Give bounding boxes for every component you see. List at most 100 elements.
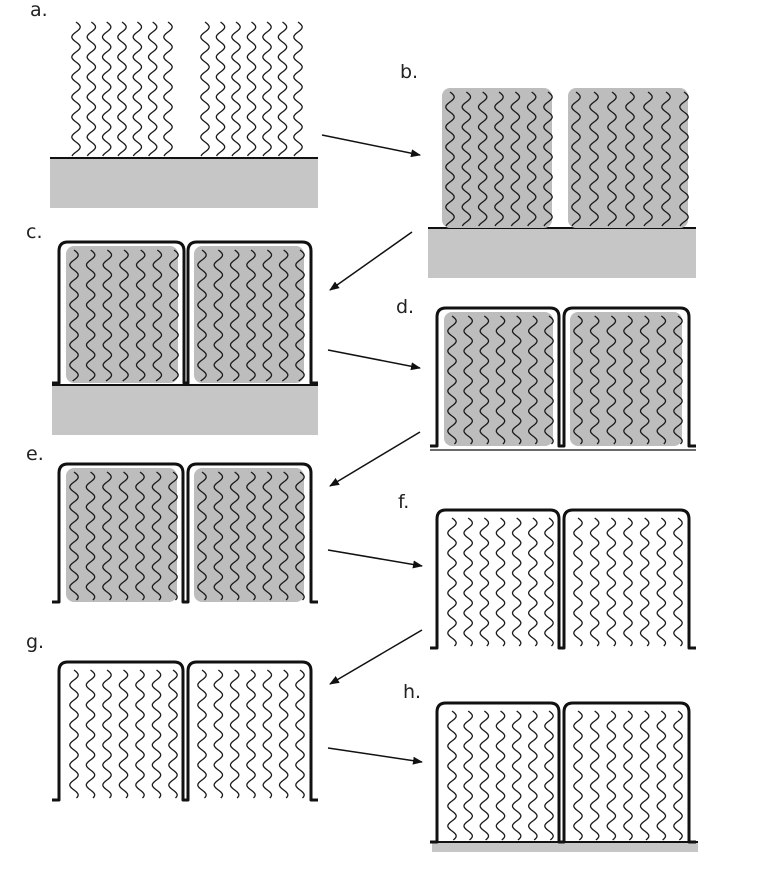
panel-g (52, 660, 318, 802)
infill-block-1 (444, 312, 553, 446)
panel-a (50, 21, 318, 208)
nanowire (463, 710, 474, 841)
nanowire (463, 315, 474, 445)
nanowire (543, 91, 553, 227)
nanowire (447, 710, 457, 841)
nanowire (639, 710, 650, 841)
nanowire (623, 315, 633, 445)
nanowire (527, 517, 538, 647)
nanowire (511, 315, 522, 445)
panel-h (430, 701, 698, 852)
nanowire (656, 315, 667, 445)
nanowire (197, 249, 207, 382)
nanowire (168, 471, 178, 601)
nanowire (197, 669, 207, 799)
arrow-a-to-b (321, 134, 421, 158)
nanowire (246, 249, 256, 382)
nanowire (656, 517, 667, 647)
infill-block-2 (194, 246, 304, 383)
nanowire (213, 249, 224, 382)
nanowire (544, 517, 554, 647)
nanowire (85, 249, 96, 382)
nanowire (623, 710, 633, 841)
panel-label-c: c. (26, 221, 43, 243)
nanowire (495, 517, 506, 647)
nanowire (135, 669, 145, 799)
nanowire (463, 517, 474, 647)
arrow-d-to-e (329, 431, 421, 487)
nanowire (661, 91, 671, 227)
nanowire (278, 249, 289, 382)
nanowire (215, 21, 226, 157)
panel-label-e: e. (26, 443, 44, 465)
nanowire (295, 249, 305, 382)
nanowire (510, 91, 521, 227)
nanowire (623, 517, 633, 647)
panel-label-a: a. (30, 0, 48, 21)
nanowire (494, 91, 504, 227)
conformal-shell (430, 508, 696, 650)
nanowire (571, 91, 581, 227)
nanowire (86, 21, 97, 157)
nanowire (625, 91, 635, 227)
substrate (52, 385, 318, 435)
nanowire (606, 315, 617, 445)
panel-e (52, 462, 318, 604)
nanowire (229, 471, 240, 601)
nanowire (168, 669, 178, 799)
infill-block-1 (66, 468, 177, 602)
nanowire (262, 471, 273, 601)
nanowire (163, 21, 173, 157)
panel-label-h: h. (403, 681, 421, 703)
nanowire (262, 21, 272, 157)
nanowire (69, 471, 79, 601)
nanowire (673, 315, 683, 445)
nanowire (589, 517, 600, 647)
nanowire (544, 315, 554, 445)
nanowire (102, 669, 112, 799)
nanowire (118, 669, 129, 799)
nanowire (102, 249, 113, 382)
nanowire (479, 710, 490, 841)
panel-c (52, 240, 318, 435)
nanowire (589, 710, 600, 841)
arrow-e-to-f (327, 549, 423, 569)
nanowire (606, 710, 617, 841)
nanowire (101, 21, 112, 157)
nanowire (293, 21, 303, 157)
nanowire (85, 669, 96, 799)
substrate (50, 158, 318, 208)
nanowire (673, 517, 683, 647)
panel-label-b: b. (400, 61, 418, 83)
nanowire (197, 471, 207, 601)
nanowire (119, 249, 129, 382)
conformal-shell (430, 701, 696, 844)
nanowire (229, 249, 240, 382)
conformal-shell (52, 240, 318, 385)
nanowire (117, 21, 127, 157)
nanowire (246, 669, 256, 799)
nanowire (527, 315, 538, 445)
nanowire (277, 21, 288, 157)
nanowire (589, 91, 599, 227)
nanowire (102, 471, 112, 601)
nanowire (573, 517, 583, 647)
nanowire (461, 91, 472, 227)
nanowire (495, 315, 506, 445)
nanowire (656, 710, 667, 841)
nanowire (151, 471, 162, 601)
nanowire (200, 21, 210, 157)
nanowire (606, 517, 617, 647)
nanowire (526, 91, 537, 227)
arrow-f-to-g (329, 629, 423, 685)
nanowire (479, 517, 490, 647)
panel-label-f: f. (398, 491, 409, 513)
nanowire (231, 21, 241, 157)
nanowire (69, 669, 79, 799)
nanowire (607, 91, 617, 227)
infill-block-1 (442, 88, 552, 228)
infill-block-1 (66, 246, 178, 383)
nanowire (544, 710, 554, 841)
substrate (432, 842, 698, 852)
